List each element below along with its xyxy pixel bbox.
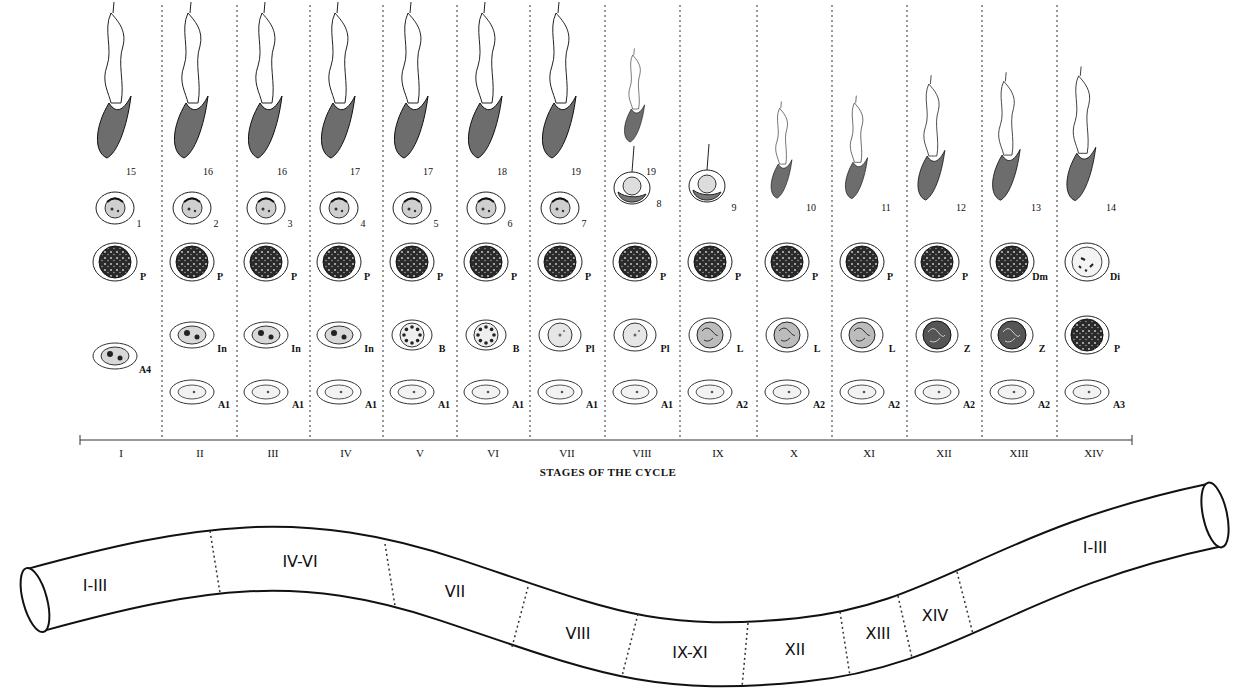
callout-number: 19 [646, 167, 656, 177]
callout-number: 18 [497, 167, 507, 177]
cell-label: A1 [292, 400, 304, 410]
stage-number: X [790, 448, 798, 459]
cell-label: P [437, 272, 443, 282]
round-spermatids [96, 192, 579, 224]
cell-label: A1 [218, 400, 230, 410]
callout-number: 11 [881, 203, 891, 213]
cell-label: P [962, 272, 968, 282]
callout-number: 4 [361, 219, 366, 229]
cell-label: P [140, 272, 146, 282]
cell-label: Z [964, 344, 971, 354]
callout-number: 6 [508, 219, 513, 229]
cell-label: P [1114, 344, 1120, 354]
stage-number: V [416, 448, 424, 459]
stage-number: XI [863, 448, 875, 459]
cell-label: P [735, 272, 741, 282]
stage-segment-label: VII [443, 584, 467, 600]
stage-segment-label: XIV [920, 608, 951, 624]
stage-segment-label: I-III [81, 578, 110, 594]
cell-label: A3 [1113, 400, 1125, 410]
cell-label: P [511, 272, 517, 282]
callout-number: 17 [423, 167, 433, 177]
cell-label: Pl [661, 344, 670, 354]
cell-label: P [364, 272, 370, 282]
stage-axis [80, 435, 1132, 445]
callout-number: 12 [956, 203, 966, 213]
cell-label: Di [1110, 272, 1120, 282]
stage-number: I [119, 448, 123, 459]
stage-number: IV [340, 448, 352, 459]
callout-number: 16 [203, 167, 213, 177]
callout-number: 16 [277, 167, 287, 177]
callout-number: 7 [582, 219, 587, 229]
cell-label: A2 [813, 400, 825, 410]
stage-number: VI [487, 448, 499, 459]
callout-number: 5 [434, 219, 439, 229]
cell-label: In [364, 344, 373, 354]
cell-label: Z [1039, 344, 1046, 354]
cell-label: B [513, 344, 520, 354]
cell-label: P [217, 272, 223, 282]
stage-segment-label: I-III [1081, 540, 1110, 556]
seminiferous-tubule [15, 480, 1234, 687]
stage-number: III [268, 448, 279, 459]
cell-label: A1 [438, 400, 450, 410]
cell-label: In [217, 344, 226, 354]
callout-number: 13 [1031, 203, 1041, 213]
cell-label: A2 [888, 400, 900, 410]
cell-label: P [585, 272, 591, 282]
cell-label: A1 [512, 400, 524, 410]
cell-label: Pl [586, 344, 595, 354]
column-dividers [162, 5, 1057, 440]
cell-label: A2 [736, 400, 748, 410]
cell-label: P [660, 272, 666, 282]
callout-number: 15 [126, 167, 136, 177]
callout-number: 8 [657, 199, 662, 209]
cell-label: A4 [139, 365, 151, 375]
stage-number: IX [712, 448, 724, 459]
stage-number: XII [936, 448, 951, 459]
callout-number: 14 [1106, 203, 1116, 213]
callout-number: 19 [571, 167, 581, 177]
cell-label: L [889, 344, 896, 354]
cell-label: A2 [963, 400, 975, 410]
cell-label: P [812, 272, 818, 282]
callout-number: 1 [137, 219, 142, 229]
stage-segment-label: IX-XI [670, 645, 710, 661]
stage-segment-label: XIII [863, 626, 892, 642]
cell-label: L [814, 344, 821, 354]
axis-title: STAGES OF THE CYCLE [540, 467, 677, 478]
cell-label: A1 [586, 400, 598, 410]
stage-segment-label: VIII [563, 626, 592, 642]
stage-segment-label: IV-VI [280, 554, 319, 570]
cell-label: P [887, 272, 893, 282]
callout-number: 9 [732, 203, 737, 213]
callout-number: 2 [214, 219, 219, 229]
stage-segment-label: XII [783, 642, 807, 658]
stage-number: II [196, 448, 203, 459]
elongated-spermatids [97, 2, 1095, 204]
stage-number: VII [559, 448, 574, 459]
spermatocytes [93, 243, 1109, 281]
stage-number: XIII [1010, 448, 1029, 459]
cell-label: L [737, 344, 744, 354]
cell-label: In [291, 344, 300, 354]
cell-label: A1 [365, 400, 377, 410]
callout-number: 10 [806, 203, 816, 213]
cell-label: A2 [1038, 400, 1050, 410]
cell-label: B [439, 344, 446, 354]
cell-label: Dm [1032, 272, 1048, 282]
stage-number: XIV [1084, 448, 1104, 459]
stage-number: VIII [633, 448, 652, 459]
cell-label: P [291, 272, 297, 282]
early-germ-cells [93, 316, 1109, 369]
cell-label: A1 [661, 400, 673, 410]
callout-number: 3 [288, 219, 293, 229]
callout-number: 17 [350, 167, 360, 177]
